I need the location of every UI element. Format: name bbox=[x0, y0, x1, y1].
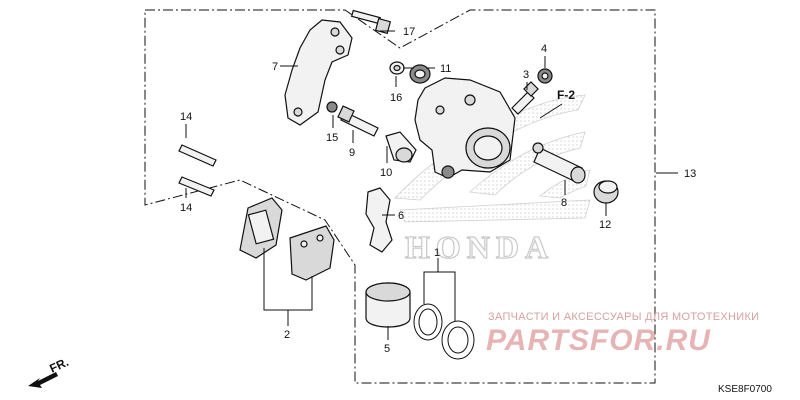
leader-lines bbox=[185, 30, 678, 340]
callout-15: 15 bbox=[326, 132, 338, 144]
bracket-part bbox=[284, 19, 353, 126]
callout-16: 16 bbox=[390, 92, 402, 104]
pad-spring-part bbox=[365, 187, 393, 253]
callout-14-lower: 14 bbox=[180, 202, 192, 214]
pad-pin-upper-part bbox=[178, 144, 217, 167]
caliper-body-part bbox=[414, 77, 516, 179]
brake-pad-right-part bbox=[289, 225, 335, 281]
callout-12: 12 bbox=[599, 219, 611, 231]
bolt-17-part bbox=[350, 9, 392, 35]
watermark-logo: PARTSFOR.RU bbox=[486, 324, 711, 357]
bleeder-cap-part bbox=[537, 68, 553, 84]
cap-12-part bbox=[593, 180, 619, 204]
pad-pin-lower-part bbox=[178, 176, 215, 197]
callout-4: 4 bbox=[541, 43, 547, 55]
boot-10-part bbox=[385, 131, 417, 163]
boot-15-part bbox=[326, 101, 338, 113]
callout-3: 3 bbox=[523, 69, 529, 81]
pin-8-part bbox=[532, 142, 586, 184]
callout-14-upper: 14 bbox=[180, 111, 192, 123]
callout-17: 17 bbox=[403, 26, 415, 38]
callout-2: 2 bbox=[284, 329, 290, 341]
callout-11: 11 bbox=[440, 63, 451, 75]
watermark-tagline: ЗАПЧАСТИ И АКСЕССУАРЫ ДЛЯ МОТОТЕХНИКИ bbox=[488, 311, 759, 323]
diagram-code: KSE8F0700 bbox=[718, 384, 772, 395]
seal-rings-part bbox=[413, 303, 475, 360]
callout-5: 5 bbox=[384, 343, 390, 355]
callout-6: 6 bbox=[398, 210, 404, 222]
callout-1: 1 bbox=[434, 247, 440, 259]
front-label: FR. bbox=[47, 355, 70, 376]
brake-pad-left-part bbox=[239, 197, 283, 259]
callout-7: 7 bbox=[272, 61, 278, 73]
assembly-boundary bbox=[144, 9, 656, 384]
ref-label-f2: F-2 bbox=[557, 88, 575, 102]
washer-16-part bbox=[389, 61, 405, 75]
callout-8: 8 bbox=[561, 197, 567, 209]
callout-13: 13 bbox=[684, 168, 696, 180]
callouts: 7 17 11 16 4 3 F-2 15 9 10 8 12 6 13 14 … bbox=[180, 26, 696, 355]
pin-9-part bbox=[337, 105, 379, 137]
honda-logo-text: HONDA bbox=[405, 229, 554, 265]
callout-9: 9 bbox=[349, 147, 355, 159]
piston-part bbox=[365, 282, 411, 328]
front-arrow-icon: FR. bbox=[28, 355, 71, 388]
watermark: ЗАПЧАСТИ И АКСЕССУАРЫ ДЛЯ МОТОТЕХНИКИ PA… bbox=[486, 311, 759, 357]
boot-11-part bbox=[409, 64, 431, 84]
callout-10: 10 bbox=[380, 167, 392, 179]
